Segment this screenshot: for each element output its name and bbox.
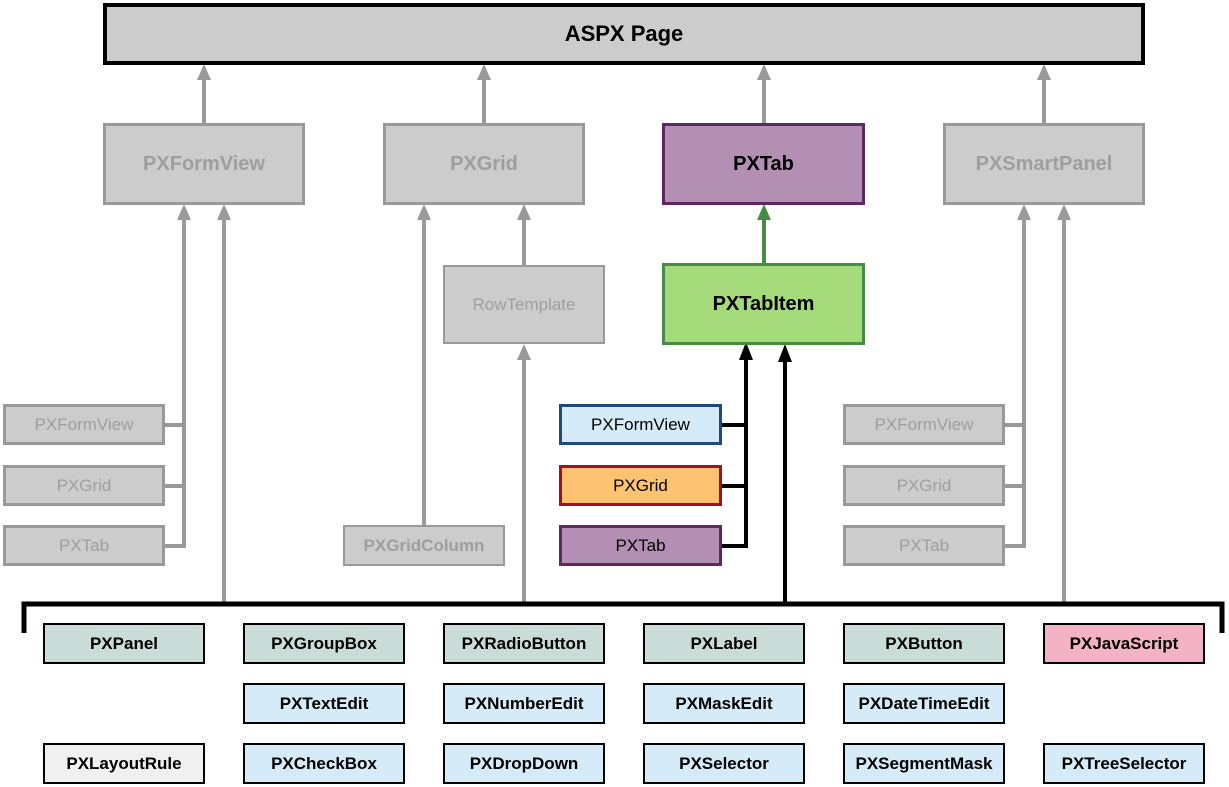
- pxformview-node: PXFormView: [103, 123, 305, 205]
- formview-child-formview: PXFormView: [3, 404, 165, 445]
- pxtab-node: PXTab: [662, 123, 865, 205]
- control-pxgroupbox: PXGroupBox: [243, 623, 405, 664]
- tabitem-children-connector: [722, 342, 753, 548]
- control-pxpanel: PXPanel: [43, 623, 205, 664]
- controls-to-rowtemplate-arrow: [517, 344, 531, 603]
- smartpanel-child-grid: PXGrid: [843, 465, 1005, 506]
- control-pxbutton: PXButton: [843, 623, 1005, 664]
- arrow-tabitem-to-tab: [757, 204, 771, 263]
- controls-to-smartpanel-arrow: [1057, 204, 1071, 603]
- pxgrid-node: PXGrid: [383, 123, 585, 205]
- pxgridcolumn-node: PXGridColumn: [343, 525, 505, 566]
- tabitem-child-tab: PXTab: [559, 525, 722, 566]
- controls-group-bracket: [21, 601, 1225, 633]
- control-pxnumberedit: PXNumberEdit: [443, 683, 605, 724]
- arrow-formview-to-page: [197, 64, 211, 123]
- smartpanel-child-formview: PXFormView: [843, 404, 1005, 445]
- control-pxcheckbox: PXCheckBox: [243, 743, 405, 784]
- control-pxdropdown: PXDropDown: [443, 743, 605, 784]
- control-pxjavascript: PXJavaScript: [1043, 623, 1205, 664]
- arrow-grid-to-page: [477, 64, 491, 123]
- smartpanel-child-tab: PXTab: [843, 525, 1005, 566]
- aspx-page-node: ASPX Page: [103, 3, 1145, 65]
- control-pxlabel: PXLabel: [643, 623, 805, 664]
- arrow-tab-to-page: [757, 64, 771, 123]
- controls-to-tabitem-arrow: [778, 344, 792, 603]
- control-pxlayoutrule: PXLayoutRule: [43, 743, 205, 784]
- rowtemplate-to-grid-arrow: [517, 204, 531, 265]
- control-pxtextedit: PXTextEdit: [243, 683, 405, 724]
- formview-children-connector: [165, 204, 191, 548]
- smartpanel-children-connector: [1005, 204, 1031, 548]
- formview-child-grid: PXGrid: [3, 465, 165, 506]
- tabitem-child-formview: PXFormView: [559, 404, 722, 445]
- control-pxselector: PXSelector: [643, 743, 805, 784]
- control-pxradiobutton: PXRadioButton: [443, 623, 605, 664]
- control-pxsegmentmask: PXSegmentMask: [843, 743, 1005, 784]
- control-pxtreeselector: PXTreeSelector: [1043, 743, 1205, 784]
- rowtemplate-node: RowTemplate: [443, 265, 605, 344]
- control-pxmaskedit: PXMaskEdit: [643, 683, 805, 724]
- gridcolumn-to-grid-arrow: [417, 204, 431, 525]
- pxtabitem-node: PXTabItem: [662, 263, 865, 345]
- arrow-smartpanel-to-page: [1037, 64, 1051, 123]
- controls-to-formview-arrow: [217, 204, 231, 603]
- tabitem-child-grid: PXGrid: [559, 465, 722, 506]
- pxsmartpanel-node: PXSmartPanel: [943, 123, 1145, 205]
- formview-child-tab: PXTab: [3, 525, 165, 566]
- control-pxdatetimeedit: PXDateTimeEdit: [843, 683, 1005, 724]
